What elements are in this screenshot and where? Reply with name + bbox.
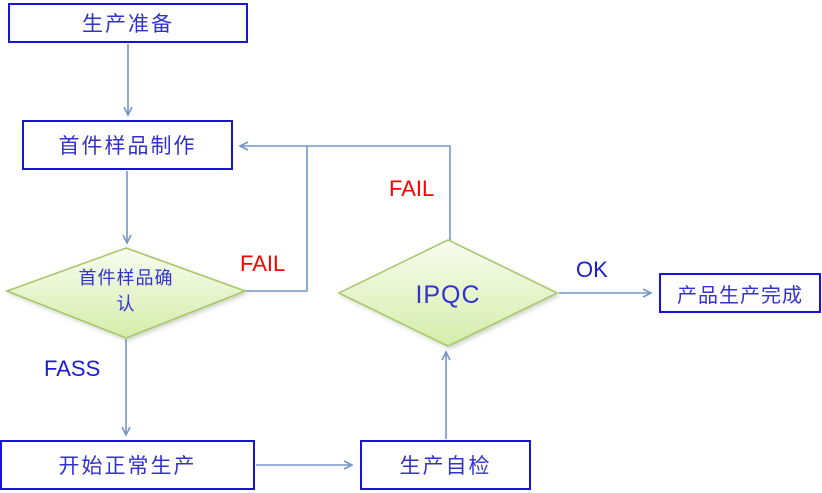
decision-first-sample-confirm	[4, 247, 248, 339]
node-production-prep: 生产准备	[8, 3, 248, 43]
edge-label-ipqc-fail: FAIL	[389, 176, 435, 201]
edge-label-first-sample-fail: FAIL	[240, 251, 286, 276]
decision-ipqc	[337, 239, 559, 347]
node-product-complete: 产品生产完成	[659, 273, 821, 313]
edge-confirm-fail-riser	[245, 146, 308, 292]
decision-label-first-sample-confirm: 首件样品确认	[78, 268, 174, 316]
node-first-sample-make: 首件样品制作	[22, 120, 233, 170]
node-start-normal-production: 开始正常生产	[0, 440, 255, 490]
node-production-self-check: 生产自检	[360, 440, 531, 490]
edge-ipqc-fail-to-firstmake	[238, 141, 451, 241]
edge-label-ipqc-ok: OK	[576, 257, 608, 282]
edge-label-first-sample-pass: FASS	[44, 356, 101, 381]
decision-label-ipqc: IPQC	[415, 281, 481, 309]
